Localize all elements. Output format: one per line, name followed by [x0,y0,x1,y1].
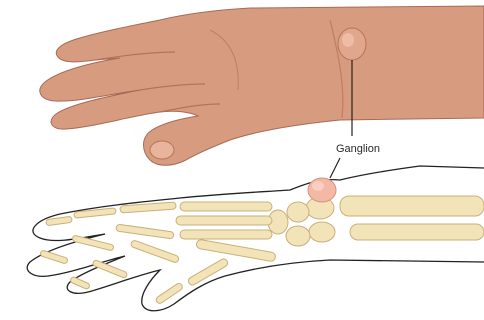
hand-external-view [40,6,484,165]
radius-bone [340,196,484,216]
carpal-bones [268,197,335,246]
metacarpal-bone [176,216,272,225]
phalanx [74,208,116,218]
ulna-bone [350,224,484,240]
carpal-bone [309,222,335,242]
cyst-highlight [342,33,354,47]
metacarpal-bones [176,202,276,262]
ganglion-label: Ganglion [336,143,380,155]
ganglion-cyst-internal [308,178,336,202]
phalanx [130,240,179,264]
metacarpal-bone [180,230,272,239]
metacarpal-bone [180,202,272,211]
phalanx [40,250,68,264]
phalanx [70,276,91,290]
hand-skeletal-view [27,166,484,311]
cyst-internal-highlight [312,181,324,191]
thumb-phalanx [155,282,184,305]
phalanx [116,224,174,239]
carpal-bone [286,226,310,246]
hand-skin [40,6,484,165]
thumbnail [150,141,174,159]
metacarpal-bone [196,239,276,262]
carpal-bone [287,202,309,222]
leader-line-lower [330,158,340,178]
